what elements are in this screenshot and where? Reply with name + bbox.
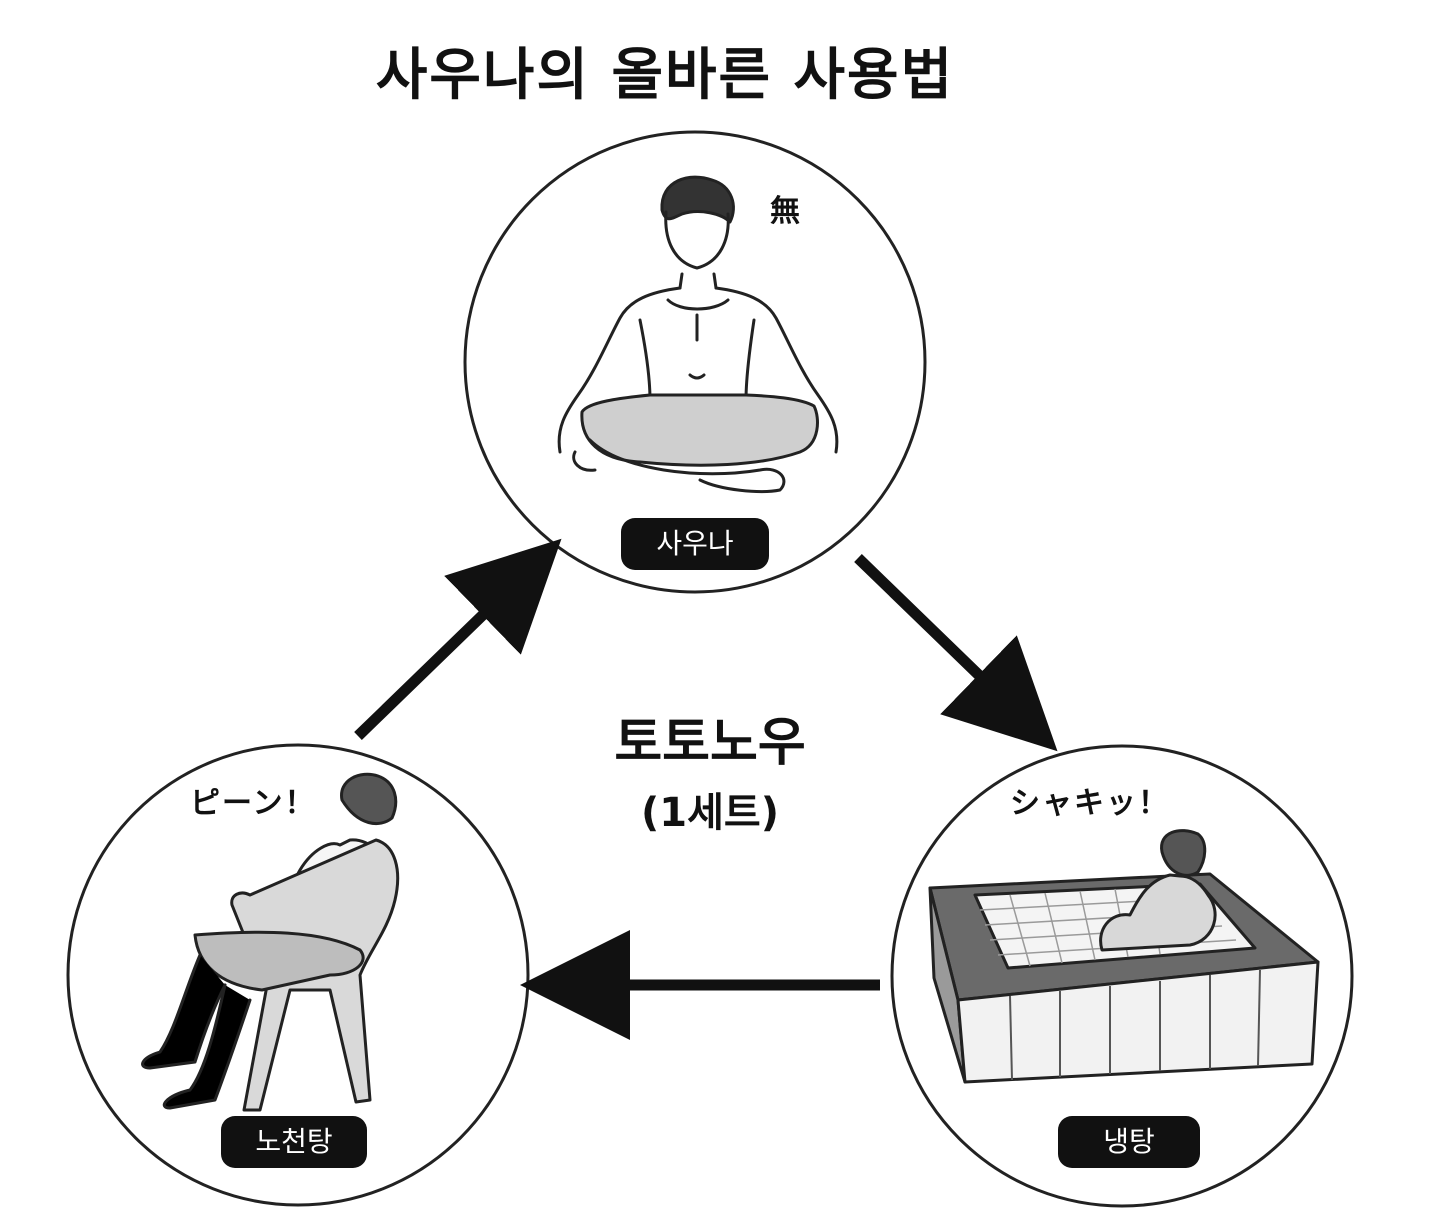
page-title: 사우나의 올바른 사용법 — [375, 43, 955, 108]
resting-man-in-chair-illustration — [141, 772, 400, 1112]
label-sauna: 사우나 — [621, 518, 769, 570]
sauna-circle — [463, 130, 927, 594]
arrow-openair-to-sauna — [354, 538, 562, 740]
cold-bath-illustration — [928, 829, 1320, 1084]
piin-sound-effect: ピーン！ — [190, 786, 317, 821]
arrow-sauna-to-cold — [854, 554, 1058, 752]
cycle-set-count: (1세트) — [641, 790, 779, 836]
label-cold-bath: 냉탕 — [1058, 1116, 1200, 1168]
meditating-man-illustration — [557, 175, 839, 493]
shaki-sound-effect: シャキッ！ — [1010, 786, 1170, 821]
cycle-name: 토토노우 — [614, 713, 806, 773]
cold-bath-circle — [890, 744, 1354, 1208]
label-open-air-bath: 노천탕 — [221, 1116, 367, 1168]
mu-sound-effect: 無 — [770, 194, 800, 229]
